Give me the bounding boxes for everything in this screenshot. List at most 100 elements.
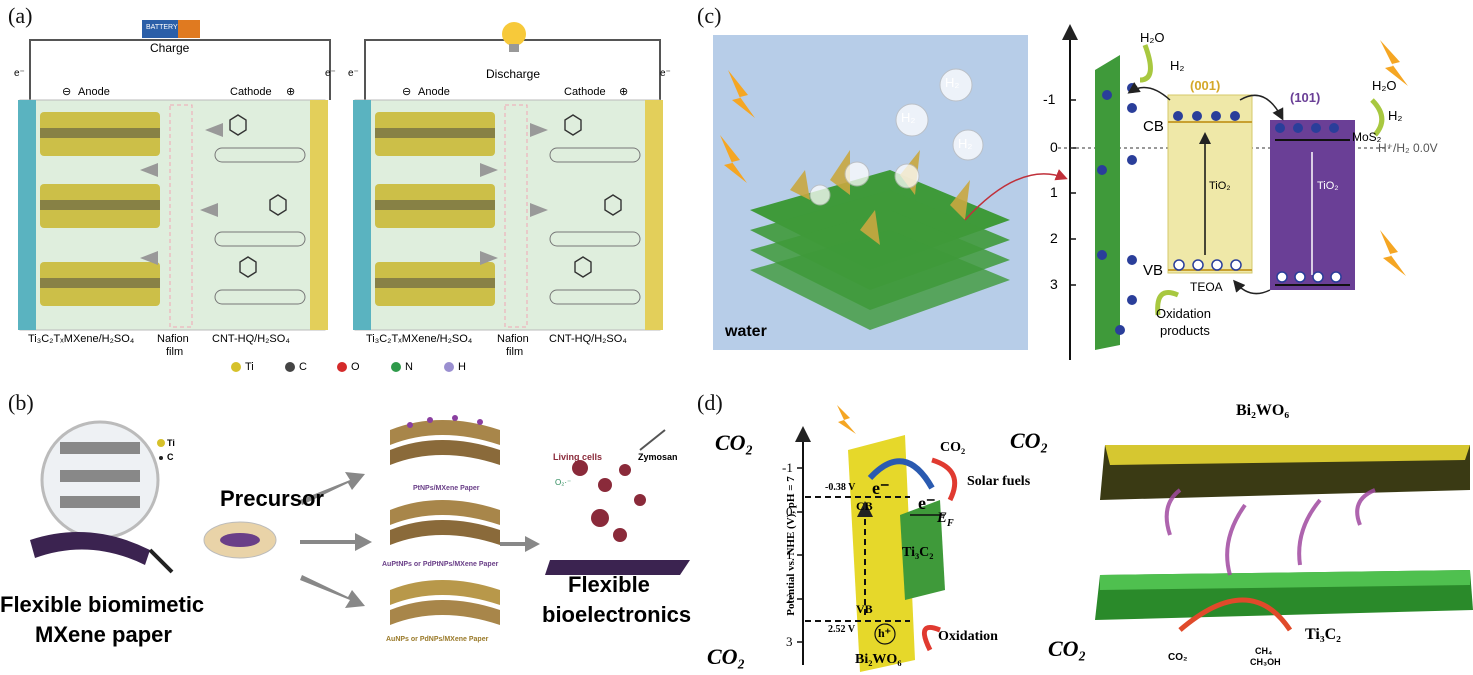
legend-h: H — [458, 361, 466, 373]
anode-label-right: Anode — [418, 86, 450, 98]
electron-label: e⁻ — [660, 68, 671, 79]
cathode-plus-right: ⊕ — [619, 86, 629, 98]
vb-label: VB — [1143, 262, 1164, 279]
electron-transfer-arrow — [867, 458, 935, 490]
bi2wo6-layer-label: Bi₂WO₆ — [1236, 402, 1290, 419]
anode-label-left: Anode — [78, 86, 110, 98]
cathode-electrode-right — [645, 100, 663, 330]
mxene-band — [1095, 55, 1120, 350]
cnt-electrolyte-right: CNT-HQ/H₂SO₄ — [549, 333, 627, 345]
light-icon — [837, 405, 856, 434]
tio2-001-band — [1167, 94, 1253, 274]
syringe-icon — [639, 429, 666, 451]
legend-n: N — [405, 361, 413, 373]
photocatalysis-diagram — [713, 24, 1408, 360]
co2-label-3: CO₂ — [707, 644, 746, 669]
anode-minus-left: ⊖ — [62, 86, 72, 98]
legend-c: C — [299, 361, 307, 373]
oxidation-label: Oxidation — [938, 629, 998, 644]
panel-c: water H₂ H₂ H₂ -1 0 1 2 3 H₂O H₂ (001) (… — [700, 0, 1473, 385]
vb-label-d: VB — [856, 602, 873, 616]
co2-label-1: CO₂ — [715, 430, 754, 455]
precursor-label: Precursor — [220, 486, 324, 511]
flexible-paper-line2: MXene paper — [35, 622, 172, 647]
mxene-paper-stacks — [390, 420, 500, 625]
panel-label-d: (d) — [697, 390, 723, 415]
battery-diagram — [18, 20, 663, 372]
bioelectronics-line1: Flexible — [568, 572, 650, 597]
living-cells-label: Living cells — [553, 452, 603, 462]
cathode-label-right: Cathode — [564, 86, 606, 98]
potential-axis-label: Potential vs. NHE (V), pH = 7 — [785, 476, 797, 616]
axis-tick: 2 — [786, 591, 793, 606]
h2-bubble: H₂ — [901, 110, 916, 125]
ptnps-paper-label: PtNPs/MXene Paper — [413, 485, 480, 492]
tio2-label-001: TiO₂ — [1209, 180, 1231, 192]
tio2-label-101: TiO₂ — [1317, 180, 1339, 192]
bi2wo6-band-label: Bi₂WO₆ — [855, 652, 902, 667]
bulb-icon — [502, 22, 526, 46]
ef-label: EF — [937, 510, 954, 529]
panel-a: Charge Discharge ⊖ Anode Cathode ⊕ ⊖ Ano… — [0, 0, 690, 385]
nafion-label-left: Nafion — [157, 333, 189, 345]
zymosan-label: Zymosan — [638, 452, 678, 462]
panel-b: Ti C Precursor PtNPs/MXene Paper AuPtNPs… — [0, 390, 700, 675]
electron-ti3c2: e⁻ — [918, 493, 936, 513]
electron-label: e⁻ — [325, 68, 336, 79]
axis-tick: 1 — [786, 547, 793, 562]
battery-text: BATTERY — [146, 24, 178, 31]
anode-electrode-left — [18, 100, 36, 330]
panel-d: CO₂ CO₂ CO₂ CO₂ Potential vs. NHE (V), p… — [700, 390, 1473, 675]
charge-label: Charge — [150, 41, 190, 55]
cathode-plus-left: ⊕ — [286, 86, 296, 98]
mxene-electrolyte-left: Ti₃C₂TₓMXene/H₂SO₄ — [28, 333, 135, 345]
axis-tick: 1 — [1050, 184, 1058, 200]
h2o-label: H₂O — [1140, 30, 1165, 45]
h2-bubble: H₂ — [958, 136, 973, 151]
film-label-left: film — [166, 346, 184, 358]
bi2wo6-layer — [1100, 445, 1470, 500]
hole-d: h⁺ — [878, 626, 892, 640]
ti3c2-band — [900, 500, 945, 600]
film-label-right: film — [506, 346, 524, 358]
aupt-paper-label: AuPtNPs or PdPtNPs/MXene Paper — [382, 561, 499, 568]
legend-ti: Ti — [245, 361, 254, 373]
ti3c2-band-label: Ti₃C₂ — [902, 545, 934, 560]
ti3c2-layer — [1095, 570, 1473, 620]
mxene-electrolyte-right: Ti₃C₂TₓMXene/H₂SO₄ — [366, 333, 473, 345]
co2-label-2: CO₂ — [1010, 428, 1049, 453]
mxene-paper-strip — [30, 532, 150, 565]
cathode-label-left: Cathode — [230, 86, 272, 98]
cathode-electrode-left — [310, 100, 328, 330]
axis-tick: 0 — [786, 504, 793, 519]
cb-label: CB — [1143, 118, 1164, 135]
h2-bubble: H₂ — [945, 75, 960, 90]
legend-ti-b: Ti — [167, 438, 175, 448]
solar-fuels-label: Solar fuels — [967, 474, 1031, 489]
nafion-film-left — [169, 104, 193, 328]
axis-tick: 3 — [786, 634, 793, 649]
axis-tick: 2 — [1050, 230, 1058, 246]
discharge-label: Discharge — [486, 67, 541, 81]
cnt-electrolyte-left: CNT-HQ/H₂SO₄ — [212, 333, 290, 345]
mxene-paper-diagram — [30, 415, 690, 625]
axis-tick: 0 — [1050, 139, 1058, 155]
axis-tick: -1 — [1043, 91, 1056, 107]
h2o-label-right: H₂O — [1372, 78, 1397, 93]
co2-reactant: CO₂ — [940, 440, 966, 455]
axis-tick: -1 — [782, 460, 793, 475]
co2-label-4: CO₂ — [1048, 636, 1087, 661]
nafion-film-right — [504, 104, 528, 328]
flexible-paper-line1: Flexible biomimetic — [0, 592, 205, 617]
electron-label: e⁻ — [348, 68, 359, 79]
cb-potential: -0.38 V — [825, 482, 856, 493]
panel-label-b: (b) — [8, 390, 34, 415]
h-plus-h2-label: H⁺/H₂ 0.0V — [1378, 141, 1438, 155]
h2-label: H₂ — [1170, 58, 1185, 73]
ti3c2-layer-label: Ti₃C₂ — [1305, 626, 1341, 643]
cb-label-d: CB — [856, 499, 873, 513]
h2-label-right: H₂ — [1388, 108, 1403, 123]
teoa-label: TEOA — [1190, 280, 1223, 294]
water-label: water — [725, 323, 767, 340]
oxidation-products-line2: products — [1160, 323, 1210, 338]
